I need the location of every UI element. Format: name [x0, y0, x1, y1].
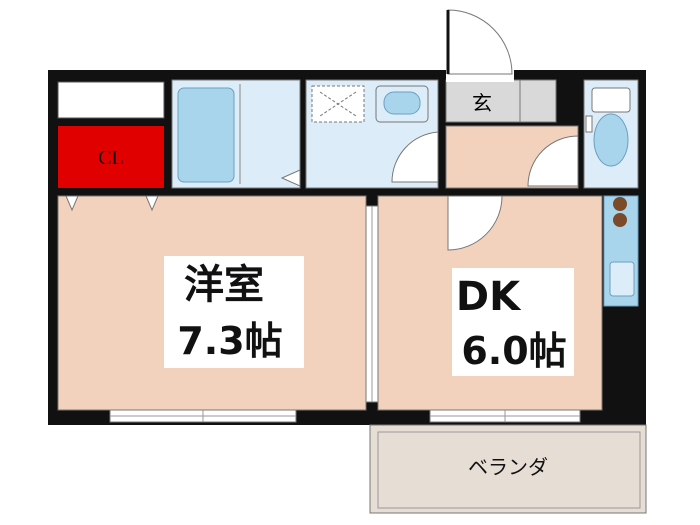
dk-name: DK: [456, 274, 522, 320]
dk-size: 6.0帖: [461, 329, 566, 373]
toilet-bowl: [593, 113, 629, 167]
bathtub: [177, 87, 235, 183]
toilet-tank: [591, 87, 631, 113]
bath-door-icon: [280, 169, 301, 187]
western-room-name: 洋室: [184, 262, 264, 308]
entrance: [445, 79, 557, 123]
balcony-label: ベランダ: [468, 455, 548, 479]
western-room-label-box: [164, 256, 304, 368]
storage-shelf: [57, 81, 165, 119]
closet-label: CL: [98, 147, 124, 169]
closet: [58, 126, 164, 188]
washroom-door-swing: [391, 131, 439, 183]
front-door-swing: [447, 9, 513, 75]
closet-door-mark-right: [145, 195, 159, 212]
balcony: [369, 424, 647, 514]
dk-label-box: [452, 268, 574, 376]
dk-door-swing: [447, 195, 503, 251]
hall-door-swing: [527, 135, 579, 187]
kitchen-sink: [609, 261, 635, 297]
closet-door-mark-left: [65, 195, 79, 212]
western-room-size: 7.3帖: [177, 319, 282, 363]
entrance-label: 玄: [472, 92, 492, 115]
stove-burner-top: [613, 197, 627, 211]
balcony-rail: [377, 431, 641, 509]
stove-burner-bottom: [613, 213, 627, 227]
